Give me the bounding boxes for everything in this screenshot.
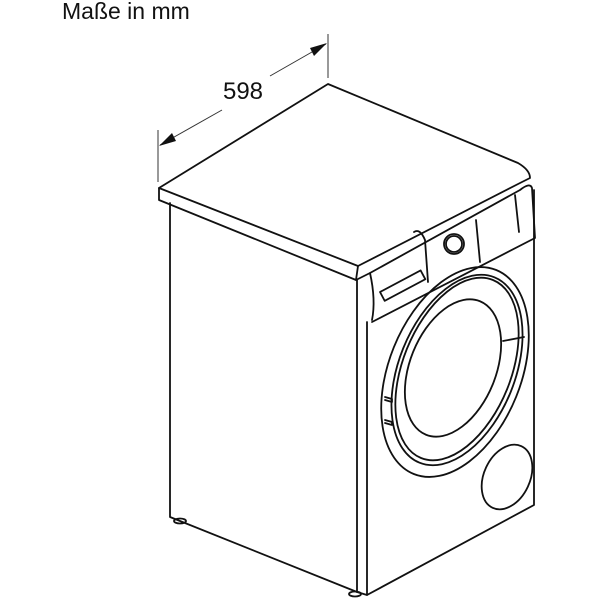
foot <box>348 590 362 598</box>
width-label: 598 <box>223 78 263 105</box>
control-panel <box>369 184 536 323</box>
program-knob[interactable] <box>443 233 465 255</box>
diagram-title: Maße in mm <box>62 0 190 24</box>
detergent-drawer-handle[interactable] <box>379 269 427 302</box>
filter-cover[interactable] <box>472 436 542 517</box>
door-glass <box>403 298 503 438</box>
door[interactable] <box>353 245 558 498</box>
cabinet-side <box>169 189 535 598</box>
arrow-right-icon <box>310 43 327 56</box>
top-panel <box>158 83 531 321</box>
foot <box>173 517 187 525</box>
arrow-left-icon <box>159 133 176 146</box>
width-dimension: 598 <box>157 34 329 182</box>
